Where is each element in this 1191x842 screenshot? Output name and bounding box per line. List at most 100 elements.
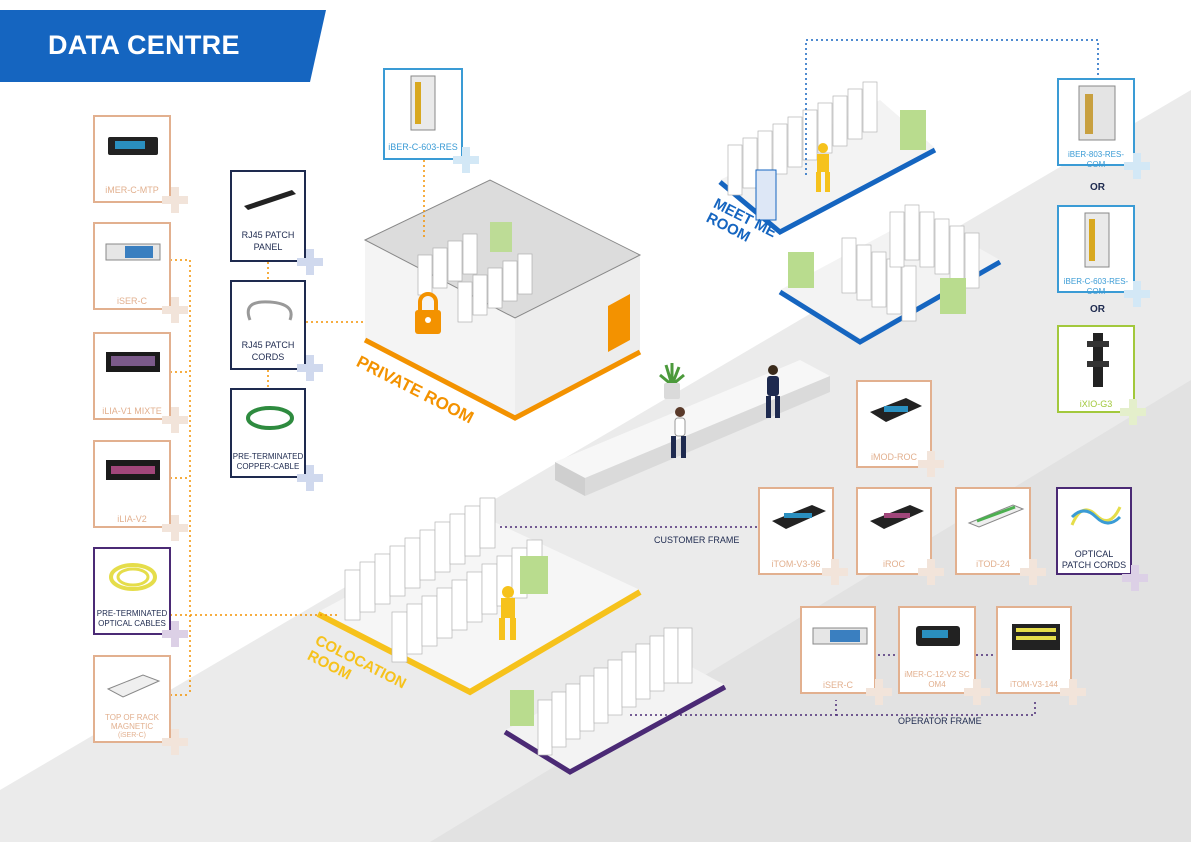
plus-icon[interactable] <box>297 465 323 491</box>
plant-illustration <box>659 363 685 399</box>
product-card-top-of-rack[interactable]: TOP OF RACK MAGNETIC (iSER-C) <box>93 655 171 743</box>
card-label-line-1: RJ45 PATCH <box>241 340 295 350</box>
fiber-drawer-icon <box>106 460 160 480</box>
product-card-itom-v3-96[interactable]: iTOM-V3-96 <box>758 487 834 575</box>
product-card-operator-iser-c[interactable]: iSER-C <box>800 606 876 694</box>
fiber-drawer-icon <box>106 352 160 372</box>
plus-icon[interactable] <box>1124 153 1150 179</box>
plus-icon[interactable] <box>162 515 188 541</box>
product-card-imer-c-mtp[interactable]: iMER-C-MTP <box>93 115 171 203</box>
card-label-line-1: iMER-C-12-V2 SC <box>904 670 970 679</box>
patch-panel-icon <box>106 674 161 698</box>
product-card-itom-v3-144[interactable]: iTOM-V3-144 <box>996 606 1072 694</box>
plus-icon[interactable] <box>297 249 323 275</box>
rack-cabinet-icon <box>1078 85 1116 141</box>
product-card-ilia-v2[interactable]: iLIA-V2 <box>93 440 171 528</box>
card-label: iTOM-V3-144 <box>1010 680 1058 689</box>
card-label: iLIA-V1 MIXTE <box>102 406 162 416</box>
plus-icon[interactable] <box>162 407 188 433</box>
card-label: iTOM-V3-96 <box>771 559 821 569</box>
card-label-line-3: (iSER-C) <box>118 732 146 739</box>
fiber-tray-icon <box>772 505 826 529</box>
product-card-imod-roc[interactable]: iMOD-ROC <box>856 380 932 468</box>
product-card-iser-c[interactable]: iSER-C <box>93 222 171 310</box>
or-separator: OR <box>1090 182 1105 193</box>
card-label: PRE-TERMINATED OPTICAL CABLES <box>96 609 168 628</box>
product-card-rj45-patch-cords[interactable]: RJ45 PATCH CORDS <box>230 280 306 370</box>
plus-icon[interactable] <box>453 147 479 173</box>
card-label: iXIO-G3 <box>1079 399 1113 409</box>
card-label: iSER-C <box>822 680 853 690</box>
product-card-itod-24[interactable]: iTOD-24 <box>955 487 1031 575</box>
card-label: iMER-C-MTP <box>105 185 159 195</box>
product-card-ixio-g3[interactable]: iXIO-G3 <box>1057 325 1135 413</box>
card-label-line-2: OM4 <box>928 680 946 689</box>
patch-cords-icon <box>1070 506 1122 526</box>
card-label: iLIA-V2 <box>117 514 147 524</box>
plus-icon[interactable] <box>1120 399 1146 425</box>
product-card-iber-c-603-res-com[interactable]: iBER-C-603-RES-COM <box>1057 205 1135 296</box>
person-walking-1 <box>671 407 686 458</box>
card-label-line-2: PANEL <box>253 242 283 252</box>
page-title: DATA CENTRE <box>48 30 240 60</box>
product-card-optical-patch-cords[interactable]: OPTICAL PATCH CORDS <box>1056 487 1132 575</box>
card-label-line-1: OPTICAL <box>1074 549 1114 559</box>
patch-panel-icon <box>967 504 1025 528</box>
card-label: iROC <box>883 559 905 569</box>
plus-icon[interactable] <box>1020 559 1046 585</box>
card-label-line-2: MAGNETIC <box>110 722 154 731</box>
fiber-cassette-icon <box>108 137 158 155</box>
connector-lines <box>170 39 1099 716</box>
plus-icon[interactable] <box>162 621 188 647</box>
patch-panel-icon <box>812 627 868 645</box>
card-label-line-2: CORDS <box>251 352 285 362</box>
fiber-cassette-icon <box>916 626 960 646</box>
card-label: iBER-C-603-RES-COM <box>1063 277 1129 296</box>
plus-icon[interactable] <box>162 729 188 755</box>
product-card-rj45-patch-panel[interactable]: RJ45 PATCH PANEL <box>230 170 306 262</box>
card-label-line-1: PRE-TERMINATED <box>232 452 304 461</box>
plus-icon[interactable] <box>162 297 188 323</box>
copper-cable-icon <box>246 406 294 430</box>
plus-icon[interactable] <box>964 679 990 705</box>
colocation-room-illustration <box>316 497 642 696</box>
card-label: iMOD-ROC <box>871 452 917 462</box>
operator-frame-label: OPERATOR FRAME <box>898 716 982 726</box>
fiber-tray-icon <box>870 505 924 529</box>
private-room-illustration <box>363 179 642 421</box>
customer-frame-label: CUSTOMER FRAME <box>654 535 740 545</box>
card-label: iBER-C-603-RES <box>388 142 458 152</box>
cable-coil-icon <box>109 563 157 591</box>
fiber-module-icon <box>870 398 922 422</box>
product-card-optical-cables[interactable]: PRE-TERMINATED OPTICAL CABLES <box>93 547 171 635</box>
product-card-iber-803-res-com[interactable]: iBER-803-RES-COM <box>1057 78 1135 169</box>
person-walking-2 <box>766 365 780 418</box>
fiber-tray-icon <box>1012 624 1060 650</box>
plus-icon[interactable] <box>1124 281 1150 307</box>
product-card-ilia-v1-mixte[interactable]: iLIA-V1 MIXTE <box>93 332 171 420</box>
operator-room-illustration <box>503 627 727 775</box>
product-card-iroc[interactable]: iROC <box>856 487 932 575</box>
plus-icon[interactable] <box>918 559 944 585</box>
card-label: iTOD-24 <box>976 559 1010 569</box>
card-label: iSER-C <box>116 296 147 306</box>
product-card-iber-c-603-res[interactable]: iBER-C-603-RES <box>383 68 463 160</box>
card-label-line-2: COPPER-CABLE <box>236 462 300 471</box>
plus-icon[interactable] <box>1122 565 1148 591</box>
plus-icon[interactable] <box>162 187 188 213</box>
rack-cabinet-icon <box>1084 212 1110 268</box>
plus-icon[interactable] <box>822 559 848 585</box>
product-card-imer-c-12-v2[interactable]: iMER-C-12-V2 SC OM4 <box>898 606 976 694</box>
plus-icon[interactable] <box>1060 679 1086 705</box>
meet-me-room-lower-illustration <box>778 204 1002 345</box>
rack-cabinet-icon <box>410 75 436 131</box>
product-card-copper-cable[interactable]: PRE-TERMINATED COPPER-CABLE <box>230 388 306 478</box>
card-label: iBER-803-RES-COM <box>1067 150 1124 169</box>
plus-icon[interactable] <box>918 451 944 477</box>
plus-icon[interactable] <box>866 679 892 705</box>
patch-cord-icon <box>246 300 293 321</box>
vertical-frame-icon <box>1087 333 1109 387</box>
plus-icon[interactable] <box>297 355 323 381</box>
